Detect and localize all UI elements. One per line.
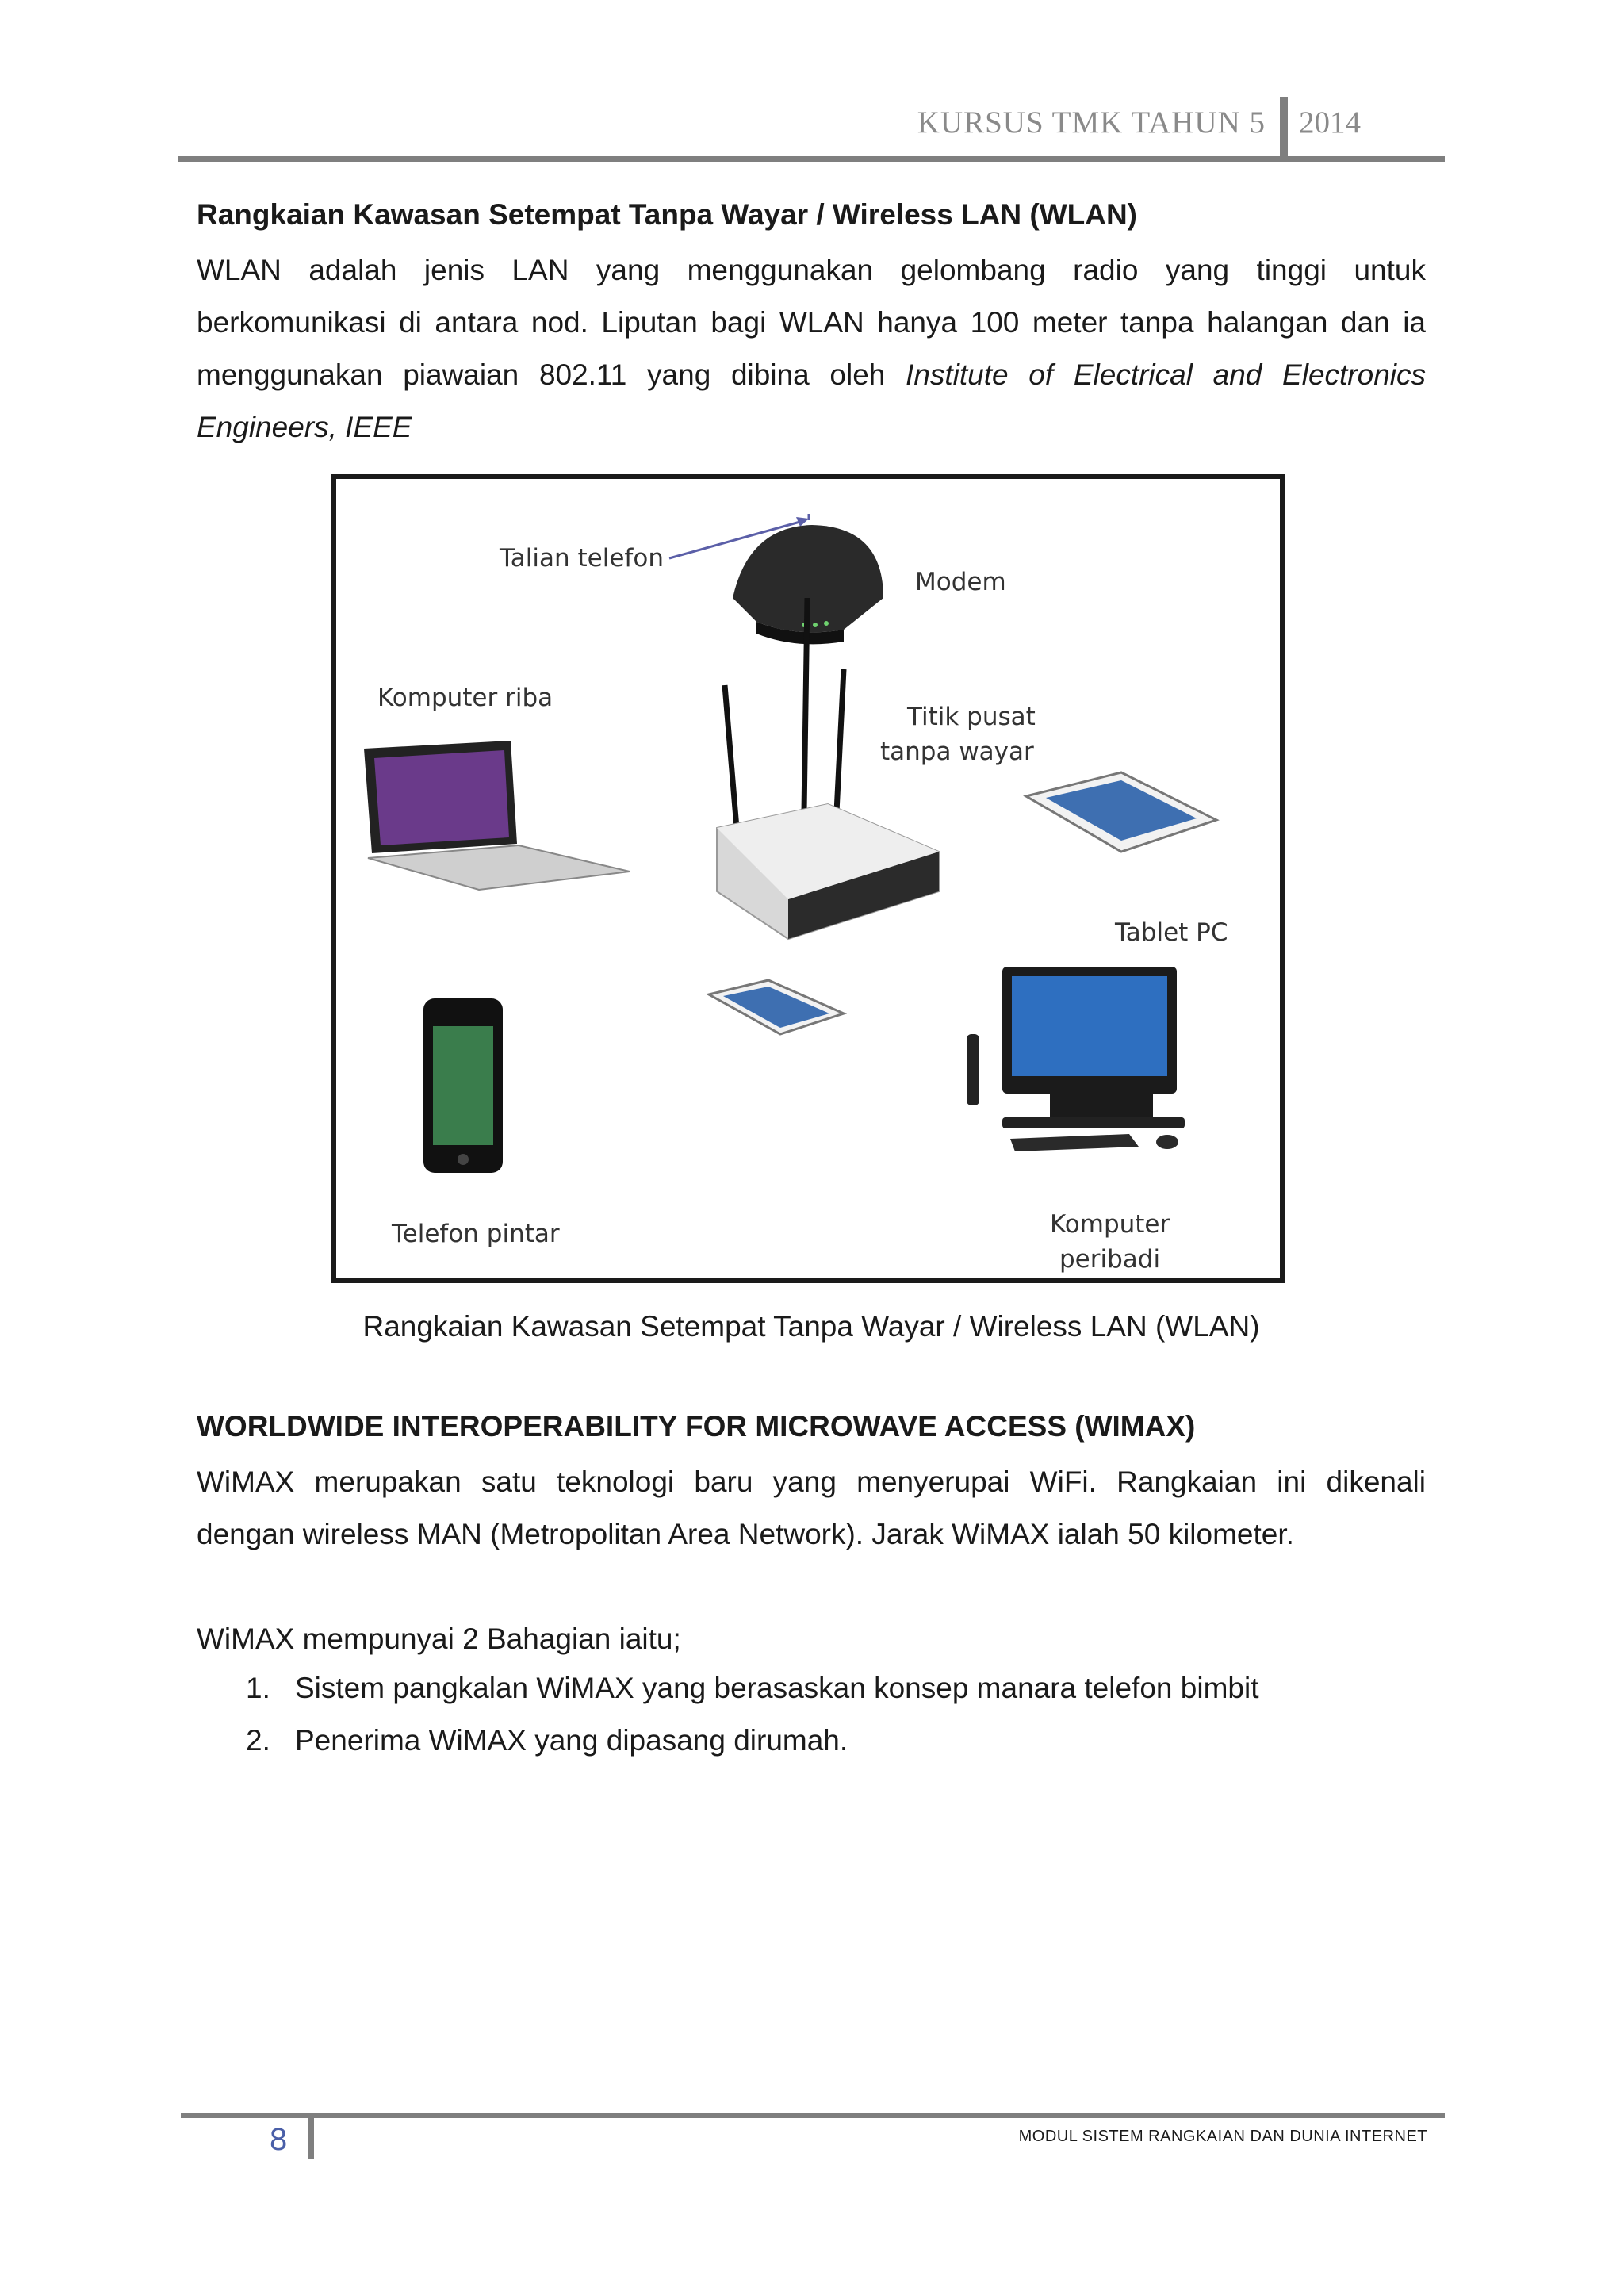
wimax-intro: WiMAX mempunyai 2 Bahagian iaitu;	[197, 1623, 681, 1655]
desktop-computer-icon	[967, 967, 1185, 1151]
label-access-point-line-1: Titik pusat	[907, 703, 1036, 731]
tablet-icon	[1023, 771, 1220, 853]
list-item-text: Penerima WiMAX yang dipasang dirumah.	[295, 1724, 848, 1757]
list-item-text: Sistem pangkalan WiMAX yang berasaskan k…	[295, 1672, 1259, 1704]
header-title: KURSUS TMK TAHUN 5	[917, 105, 1266, 140]
label-modem: Modem	[915, 568, 1006, 596]
label-pc-line-2: peribadi	[1059, 1245, 1161, 1274]
figure-caption: Rangkaian Kawasan Setempat Tanpa Wayar /…	[362, 1310, 1260, 1343]
label-tablet: Tablet PC	[1115, 918, 1228, 947]
label-laptop: Komputer riba	[377, 684, 553, 712]
wimax-line-2: dengan wireless MAN (Metropolitan Area N…	[197, 1518, 1294, 1550]
list-item-number: 1.	[246, 1672, 270, 1704]
list-item-number: 2.	[246, 1724, 270, 1757]
phone-line-arrow-icon	[668, 514, 810, 560]
wlan-line-3: menggunakan piawaian 802.11 yang dibina …	[197, 349, 1426, 401]
tablet-small-icon	[705, 979, 848, 1036]
page-number: 8	[270, 2122, 288, 2157]
label-pc-line-1: Komputer	[1050, 1210, 1170, 1239]
list-item: 2. Penerima WiMAX yang dipasang dirumah.	[246, 1724, 848, 1757]
header-rule	[178, 156, 1445, 162]
modem-icon	[733, 525, 883, 645]
laptop-icon	[364, 741, 630, 891]
wimax-heading: WORLDWIDE INTEROPERABILITY FOR MICROWAVE…	[197, 1410, 1196, 1443]
smartphone-icon	[423, 998, 503, 1173]
wimax-line-1: WiMAX merupakan satu teknologi baru yang…	[197, 1466, 1426, 1498]
wlan-line-4: Engineers, IEEE	[197, 411, 412, 443]
wlan-figure: Talian telefon Modem Komputer riba Titik…	[331, 474, 1285, 1283]
footer-divider	[308, 2113, 314, 2159]
label-smartphone: Telefon pintar	[392, 1220, 560, 1248]
header-year: 2014	[1299, 105, 1361, 140]
wlan-illustration	[364, 514, 1220, 1173]
wlan-line-2: berkomunikasi di antara nod. Liputan bag…	[197, 306, 1426, 339]
footer-title: MODUL SISTEM RANGKAIAN DAN DUNIA INTERNE…	[1018, 2128, 1427, 2145]
wlan-heading: Rangkaian Kawasan Setempat Tanpa Wayar /…	[197, 198, 1138, 231]
label-access-point-line-2: tanpa wayar	[880, 738, 1034, 766]
footer-rule	[181, 2113, 1445, 2118]
list-item: 1. Sistem pangkalan WiMAX yang berasaskan…	[246, 1672, 1258, 1705]
wlan-line-3-italic: Institute of Electrical and Electronics	[906, 358, 1426, 391]
wireless-access-point-icon	[716, 597, 940, 941]
label-phone-line: Talian telefon	[500, 544, 664, 573]
wlan-line-1: WLAN adalah jenis LAN yang menggunakan g…	[197, 254, 1426, 286]
wlan-line-3-plain: menggunakan piawaian 802.11 yang dibina …	[197, 358, 906, 391]
header-divider	[1280, 97, 1288, 162]
